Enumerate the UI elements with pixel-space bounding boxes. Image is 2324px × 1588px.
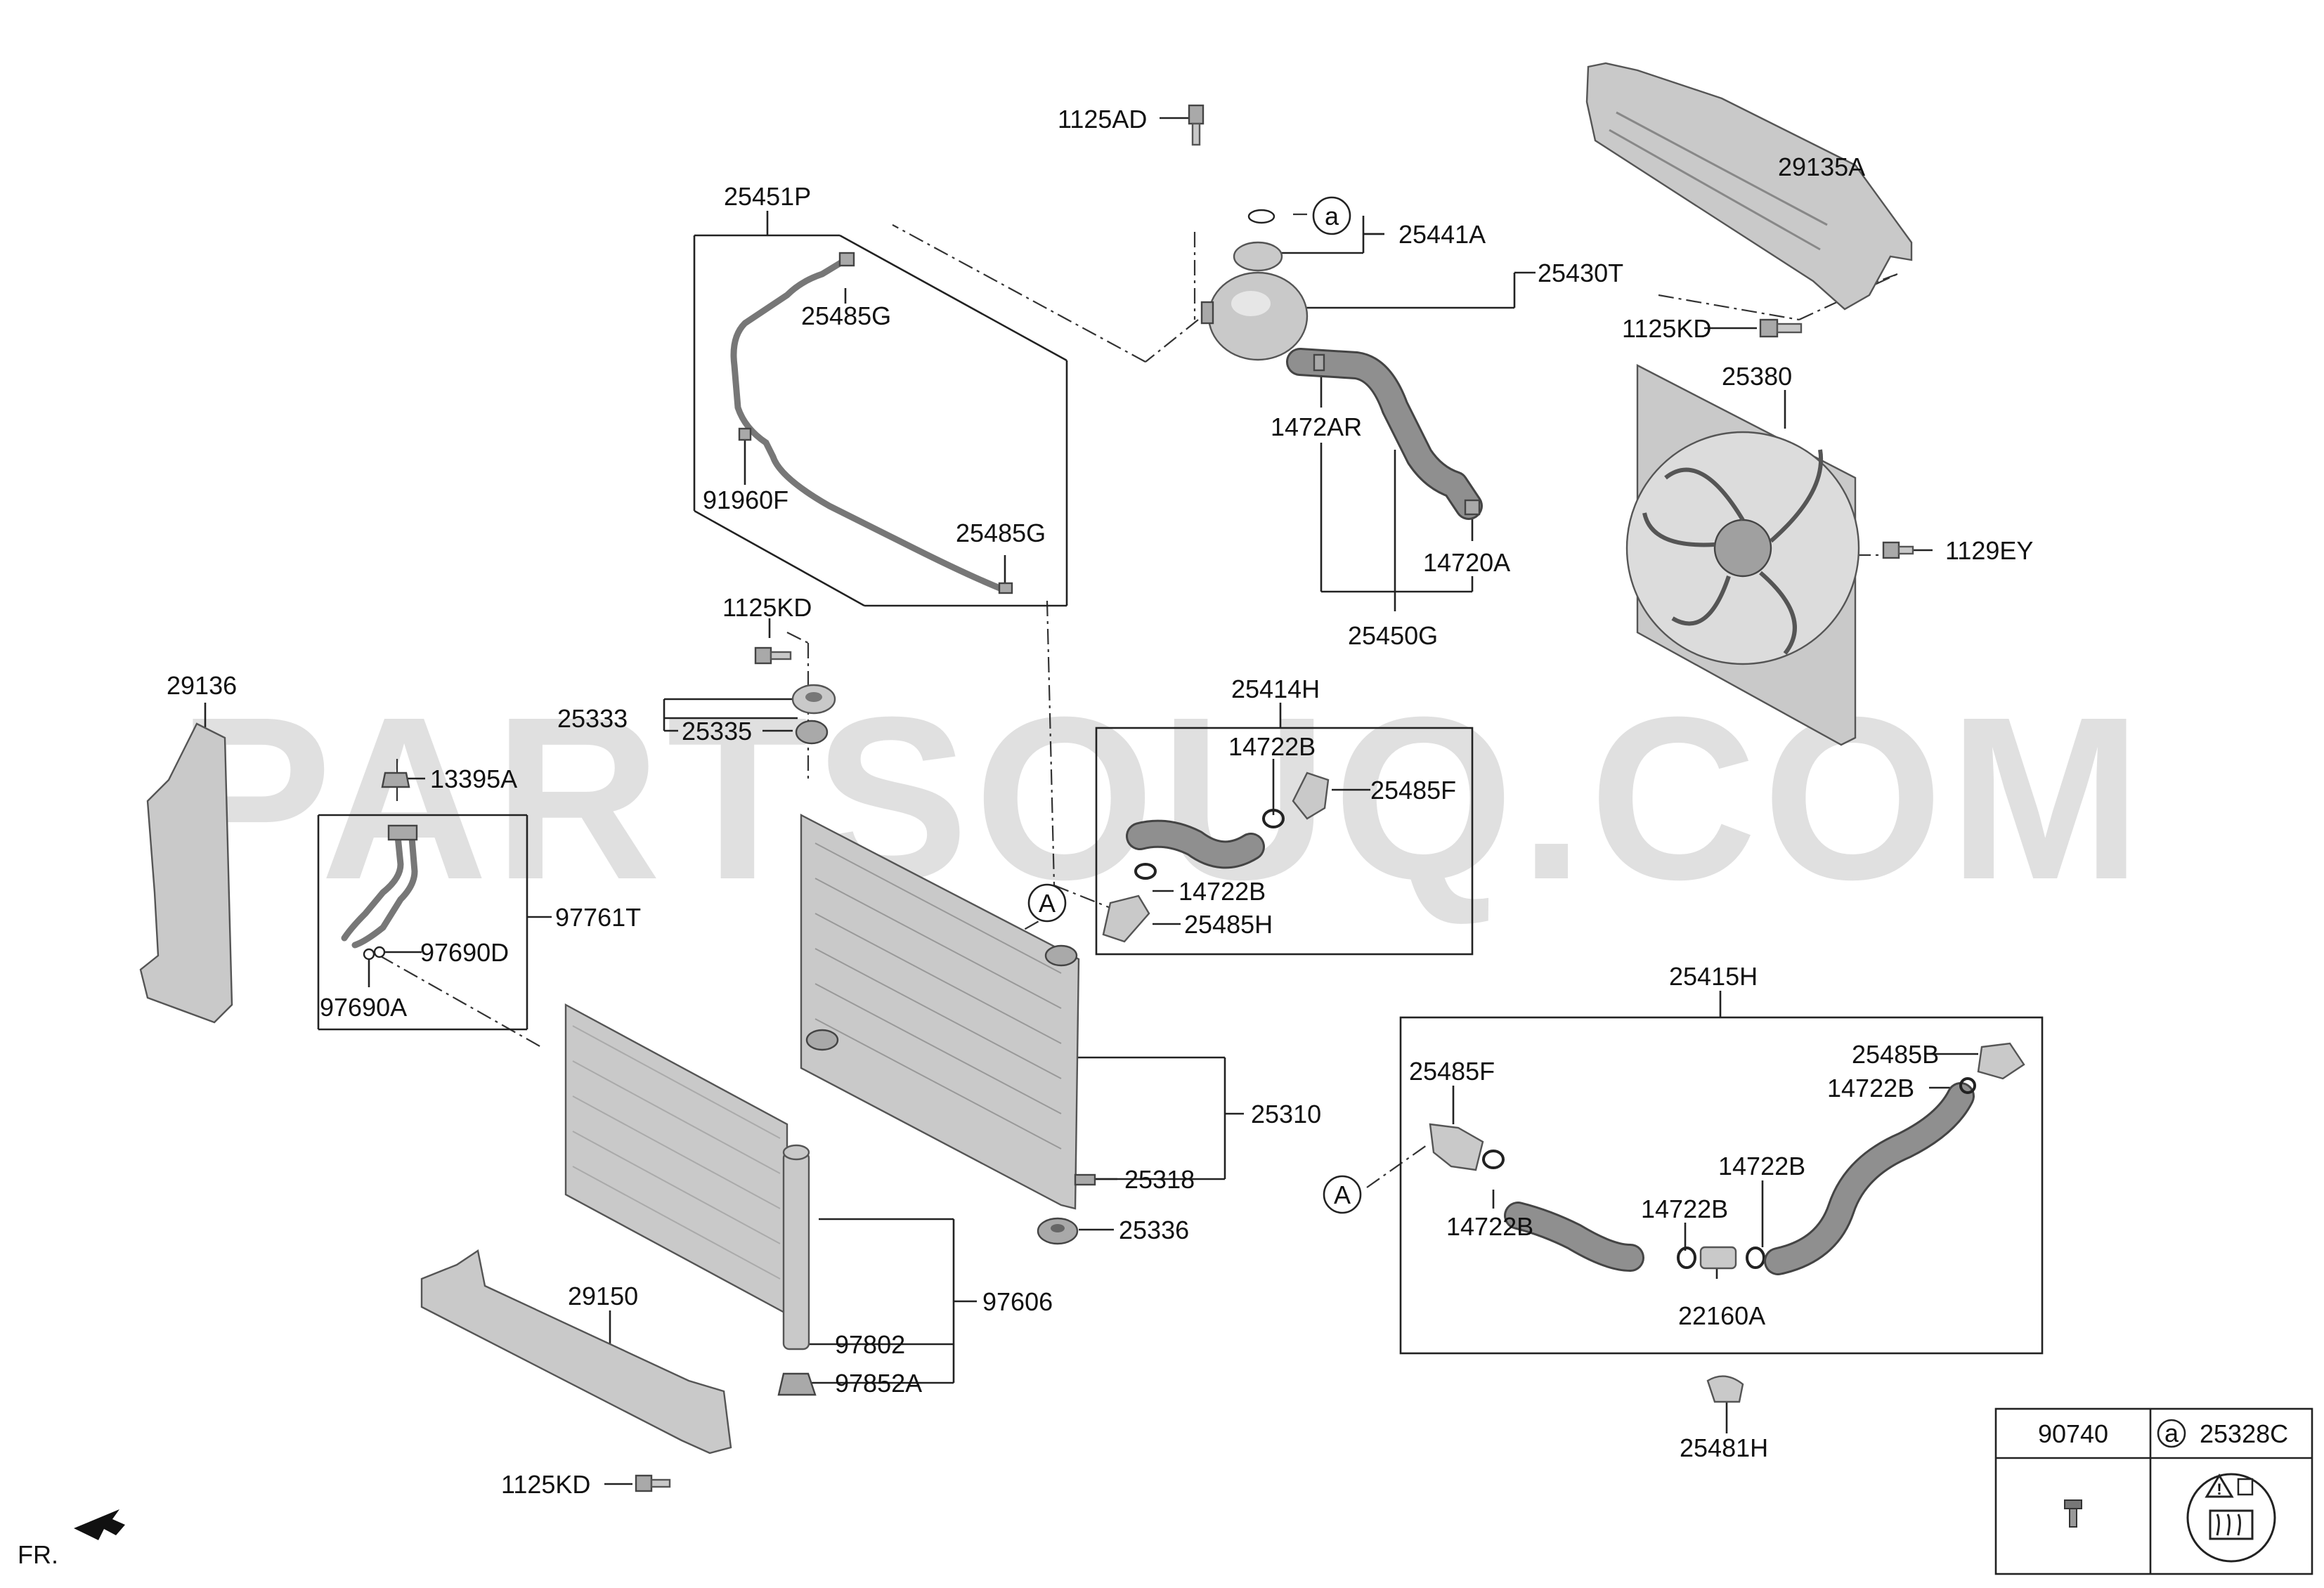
- reservoir-cap-part: [1233, 209, 1283, 272]
- label-1125KD-fan[interactable]: 1125KD: [1622, 314, 1711, 343]
- upper-shroud-part: [1585, 62, 1913, 311]
- label-1125AD[interactable]: 1125AD: [1058, 105, 1147, 134]
- bushing-25336-part: [1037, 1217, 1079, 1245]
- label-25485B[interactable]: 25485B: [1852, 1040, 1939, 1069]
- side-air-guard-part: [139, 722, 233, 1024]
- label-25485G-bot[interactable]: 25485G: [956, 519, 1046, 547]
- upper-hose-part: [1102, 772, 1330, 943]
- bushing-25335-part: [795, 720, 829, 745]
- front-label: FR.: [18, 1540, 58, 1569]
- label-91960F[interactable]: 91960F: [703, 486, 788, 514]
- bolt-1125KD-fan-part: [1759, 318, 1803, 338]
- ref-marker-a-upper: a: [1312, 196, 1351, 235]
- label-14720A[interactable]: 14720A: [1423, 548, 1510, 577]
- legend-col1-header: 90740: [2038, 1419, 2108, 1448]
- label-25415H[interactable]: 25415H: [1669, 962, 1758, 991]
- lower-hose-part: [1429, 1042, 2025, 1275]
- ref-marker-A-upper-hose: A: [1027, 883, 1067, 923]
- legend-col2-header: 25328C: [2200, 1419, 2288, 1448]
- label-97802[interactable]: 97802: [835, 1330, 905, 1359]
- overflow-pipe-part: [730, 252, 1013, 594]
- label-29136[interactable]: 29136: [167, 671, 237, 700]
- svg-text:A: A: [1334, 1180, 1351, 1209]
- label-1125KD-rad[interactable]: 1125KD: [722, 593, 812, 622]
- legend-marker-a: a: [2164, 1419, 2179, 1447]
- clip-25481H-part: [1706, 1375, 1744, 1403]
- label-25318[interactable]: 25318: [1124, 1165, 1195, 1194]
- label-1129EY[interactable]: 1129EY: [1945, 536, 2033, 565]
- reservoir-hose-part: [1286, 348, 1483, 520]
- warning-decal-icon: !: [2186, 1473, 2276, 1563]
- label-14722B-lower-4[interactable]: 14722B: [1446, 1212, 1533, 1241]
- label-25310[interactable]: 25310: [1251, 1100, 1321, 1128]
- label-25485F-upper[interactable]: 25485F: [1370, 776, 1456, 805]
- radiator-part: [800, 814, 1080, 1210]
- label-25485H[interactable]: 25485H: [1184, 910, 1273, 939]
- label-97761T[interactable]: 97761T: [555, 903, 641, 932]
- svg-text:!: !: [2216, 1480, 2221, 1498]
- legend-table: 90740 a 25328C !: [1994, 1407, 2313, 1575]
- label-14722B-upper-2[interactable]: 14722B: [1179, 877, 1266, 906]
- cap-97852A-part: [777, 1372, 817, 1396]
- ref-marker-A-lower-hose: A: [1323, 1175, 1362, 1214]
- label-25451P[interactable]: 25451P: [724, 182, 811, 211]
- label-25336[interactable]: 25336: [1119, 1216, 1189, 1244]
- screw-icon: [2064, 1499, 2082, 1528]
- label-22160A[interactable]: 22160A: [1678, 1301, 1765, 1330]
- fan-shroud-part: [1625, 364, 1860, 746]
- bolt-1125AD-part: [1188, 104, 1205, 146]
- reservoir-tank-part: [1200, 271, 1309, 361]
- svg-text:a: a: [1325, 202, 1339, 230]
- leader-lines: [204, 117, 2044, 1485]
- label-25335[interactable]: 25335: [682, 717, 752, 746]
- front-arrow-icon: [74, 1509, 125, 1540]
- lower-air-guard-part: [420, 1249, 732, 1454]
- label-25481H[interactable]: 25481H: [1680, 1433, 1768, 1462]
- svg-text:A: A: [1039, 889, 1056, 918]
- front-direction-marker: FR.: [18, 1509, 125, 1569]
- label-25485F-lower[interactable]: 25485F: [1409, 1057, 1495, 1086]
- part-labels: 1125AD 25451P 25441A 25430T 25485G 1472A…: [167, 105, 2033, 1499]
- label-29135A[interactable]: 29135A: [1778, 152, 1865, 181]
- nut-13395A-part: [381, 772, 410, 788]
- label-25333[interactable]: 25333: [557, 704, 628, 733]
- bolt-1125KD-rad-part: [754, 646, 792, 665]
- label-97690A[interactable]: 97690A: [320, 993, 407, 1022]
- bolt-1129EY-part: [1882, 541, 1914, 559]
- label-25430T[interactable]: 25430T: [1538, 259, 1623, 287]
- label-25380[interactable]: 25380: [1722, 362, 1792, 391]
- label-1472AR[interactable]: 1472AR: [1271, 412, 1362, 441]
- drain-plug-part: [1074, 1173, 1096, 1186]
- condenser-part: [564, 1003, 810, 1351]
- label-1125KD-bottom[interactable]: 1125KD: [501, 1470, 590, 1499]
- label-13395A[interactable]: 13395A: [430, 764, 517, 793]
- label-25441A[interactable]: 25441A: [1398, 220, 1486, 249]
- label-14722B-lower-2[interactable]: 14722B: [1718, 1152, 1805, 1180]
- label-14722B-lower-3[interactable]: 14722B: [1641, 1195, 1728, 1223]
- label-97690D[interactable]: 97690D: [420, 938, 509, 967]
- label-97852A[interactable]: 97852A: [835, 1369, 922, 1398]
- label-25414H[interactable]: 25414H: [1231, 675, 1320, 703]
- label-29150[interactable]: 29150: [568, 1282, 638, 1310]
- ac-line-part: [341, 824, 418, 961]
- label-25450G[interactable]: 25450G: [1348, 621, 1438, 650]
- label-25485G-top[interactable]: 25485G: [801, 301, 891, 330]
- upper-bracket-25333-part: [791, 684, 836, 715]
- label-14722B-lower-1[interactable]: 14722B: [1827, 1074, 1914, 1102]
- label-14722B-upper-1[interactable]: 14722B: [1228, 732, 1316, 761]
- label-97606[interactable]: 97606: [982, 1287, 1053, 1316]
- bolt-1125KD-bottom-part: [635, 1474, 671, 1492]
